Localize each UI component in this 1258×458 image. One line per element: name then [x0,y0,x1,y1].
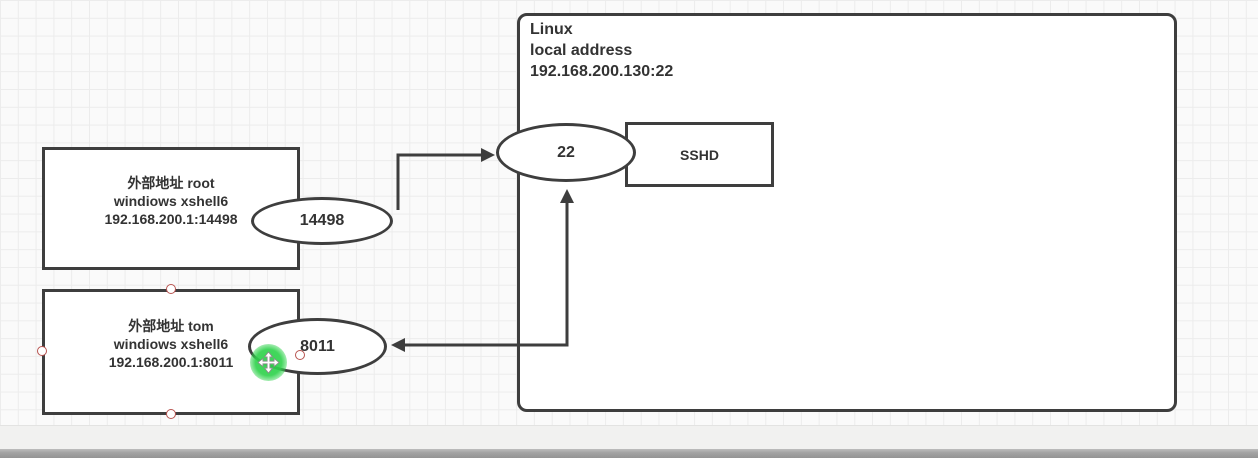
external-tom-line: windiows xshell6 [113,336,229,352]
external-tom-label: 外部地址 tom windiows xshell6 192.168.200.1:… [109,317,234,371]
external-root-line: 192.168.200.1:14498 [104,210,238,227]
connector-14498-to-22[interactable] [396,148,495,210]
node-linux-server[interactable]: Linux local address 192.168.200.130:22 [517,13,1177,412]
sshd-label: SSHD [680,146,719,163]
connector-layer [391,148,574,352]
linux-label-line: Linux [530,21,573,38]
node-external-root[interactable]: 外部地址 root windiows xshell6 192.168.200.1… [42,147,300,270]
external-root-line: 外部地址 root [127,174,215,191]
cursor-highlight [250,344,287,381]
connector-22-to-8011[interactable] [391,189,574,352]
external-tom-line: 192.168.200.1:8011 [108,354,234,370]
diagram-canvas[interactable]: Linux local address 192.168.200.130:22 S… [0,0,1258,425]
node-port-14498[interactable]: 14498 [251,197,393,245]
port-8011-label: 8011 [300,337,335,355]
linux-label-line: local address [530,42,633,59]
linux-server-label: Linux local address 192.168.200.130:22 [520,16,1174,82]
connection-point-right[interactable] [295,350,305,360]
port-14498-label: 14498 [299,212,345,229]
connection-point-left[interactable] [37,346,47,356]
node-port-22[interactable]: 22 [496,123,636,182]
connection-point-bottom[interactable] [166,409,176,419]
bottom-panel [0,425,1258,449]
external-root-line: windiows xshell6 [113,192,229,209]
external-root-label: 外部地址 root windiows xshell6 192.168.200.1… [104,174,237,228]
port-22-label: 22 [557,143,575,161]
move-cursor-icon [257,351,280,374]
connection-point-top[interactable] [166,284,176,294]
external-tom-line: 外部地址 tom [128,318,214,334]
window-edge-bar [0,449,1258,458]
linux-label-line: 192.168.200.130:22 [530,63,674,80]
